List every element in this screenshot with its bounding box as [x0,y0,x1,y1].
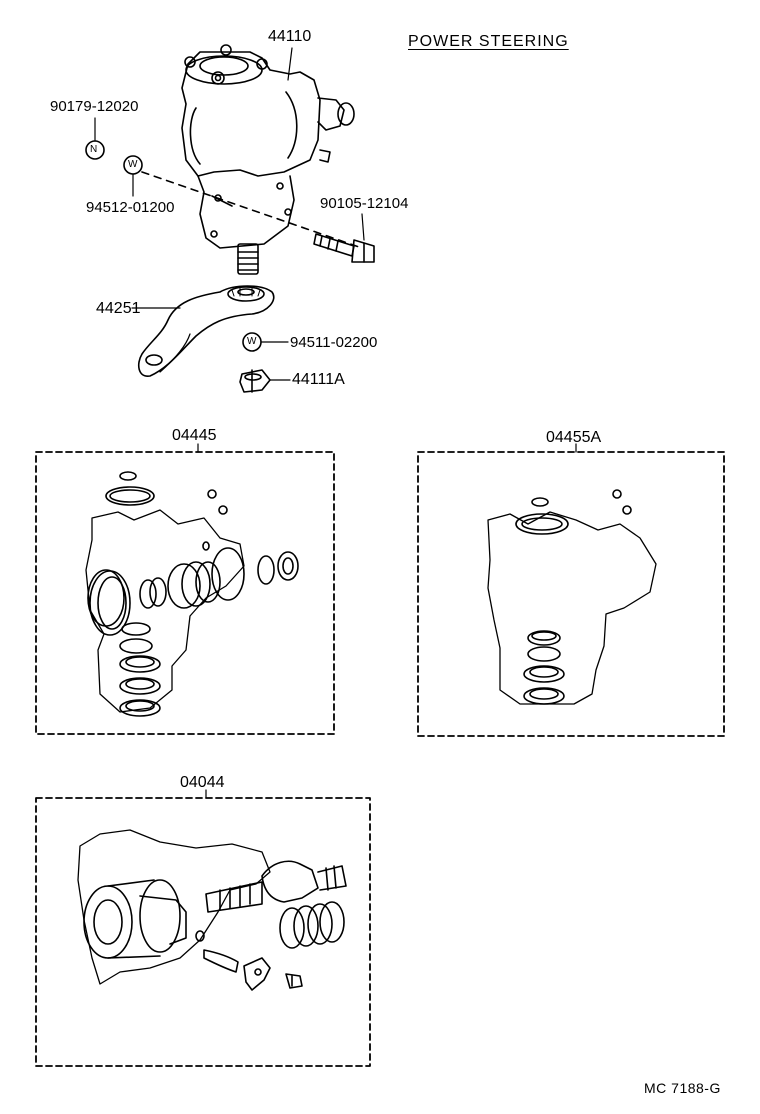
kit-right-parts [487,489,657,705]
steering-gear-housing [181,44,355,275]
kit-label-right: 04455A [546,429,602,446]
part-label-gear-housing: 44110 [268,28,312,45]
kit-bottom-parts [77,829,347,991]
part-label-washer-upper-left: 90179-12020 [50,98,139,115]
washer-n-mark: N [90,144,98,155]
drawing-code: MC 7188-G [644,1080,721,1096]
washer-w-mark-upper: W [128,159,138,170]
part-label-lock-washer-lower: 94511-02200 [290,334,378,351]
part-label-nut: 44111A [292,371,345,388]
kit-box-bottom [35,797,371,1067]
nut [239,369,271,393]
kit-box-right [417,451,725,737]
leader-lines-upper [94,47,365,381]
part-label-bolt: 90105-12104 [320,195,409,212]
diagram-title: POWER STEERING [408,33,569,50]
kit-left-parts [85,471,299,717]
washer-w-mark-lower: W [247,336,257,347]
kit-box-left [35,451,335,735]
bolt [313,233,375,263]
part-label-lock-washer-upper: 94512-01200 [86,199,175,216]
kit-label-bottom: 04044 [180,774,225,791]
kit-label-left: 04445 [172,427,217,444]
part-label-pitman-arm: 44251 [96,300,141,317]
pitman-arm [137,285,275,377]
alignment-line [141,171,363,249]
